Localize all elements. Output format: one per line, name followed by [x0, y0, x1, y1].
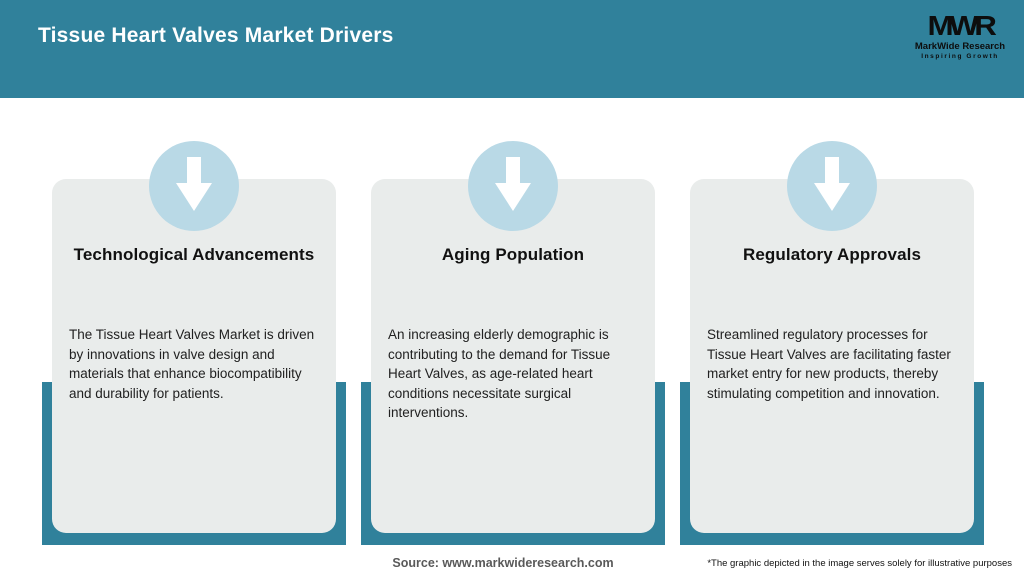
driver-card: Aging Population An increasing elderly d… [371, 179, 655, 533]
card-body-text: An increasing elderly demographic is con… [388, 327, 611, 420]
logo-tagline: Inspiring Growth [921, 53, 999, 60]
source-text: Source: www.markwideresearch.com [392, 556, 614, 570]
page-title: Tissue Heart Valves Market Drivers [38, 24, 394, 47]
logo-company-name: MarkWide Research [914, 41, 1006, 52]
card-title: Aging Population [441, 245, 585, 264]
driver-card: Technological Advancements The Tissue He… [52, 179, 336, 533]
driver-column-technological-advancements: Technological Advancements The Tissue He… [42, 0, 346, 576]
driver-card: Regulatory Approvals Streamlined regulat… [690, 179, 974, 533]
driver-column-regulatory-approvals: Regulatory Approvals Streamlined regulat… [680, 0, 984, 576]
card-title: Regulatory Approvals [742, 245, 922, 264]
driver-column-aging-population: Aging Population An increasing elderly d… [361, 0, 665, 576]
logo-monogram: MWR [927, 10, 997, 41]
down-arrow-icon [149, 141, 239, 231]
card-body-text: The Tissue Heart Valves Market is driven… [69, 327, 315, 401]
disclaimer-text: *The graphic depicted in the image serve… [707, 558, 1012, 569]
header-band: Tissue Heart Valves Market Drivers MWR M… [0, 0, 1024, 98]
markwide-research-logo: MWR MarkWide Research Inspiring Growth [914, 12, 1006, 61]
down-arrow-icon [468, 141, 558, 231]
down-arrow-icon [787, 141, 877, 231]
card-title: Technological Advancements [73, 245, 315, 264]
card-body-text: Streamlined regulatory processes for Tis… [707, 327, 951, 401]
